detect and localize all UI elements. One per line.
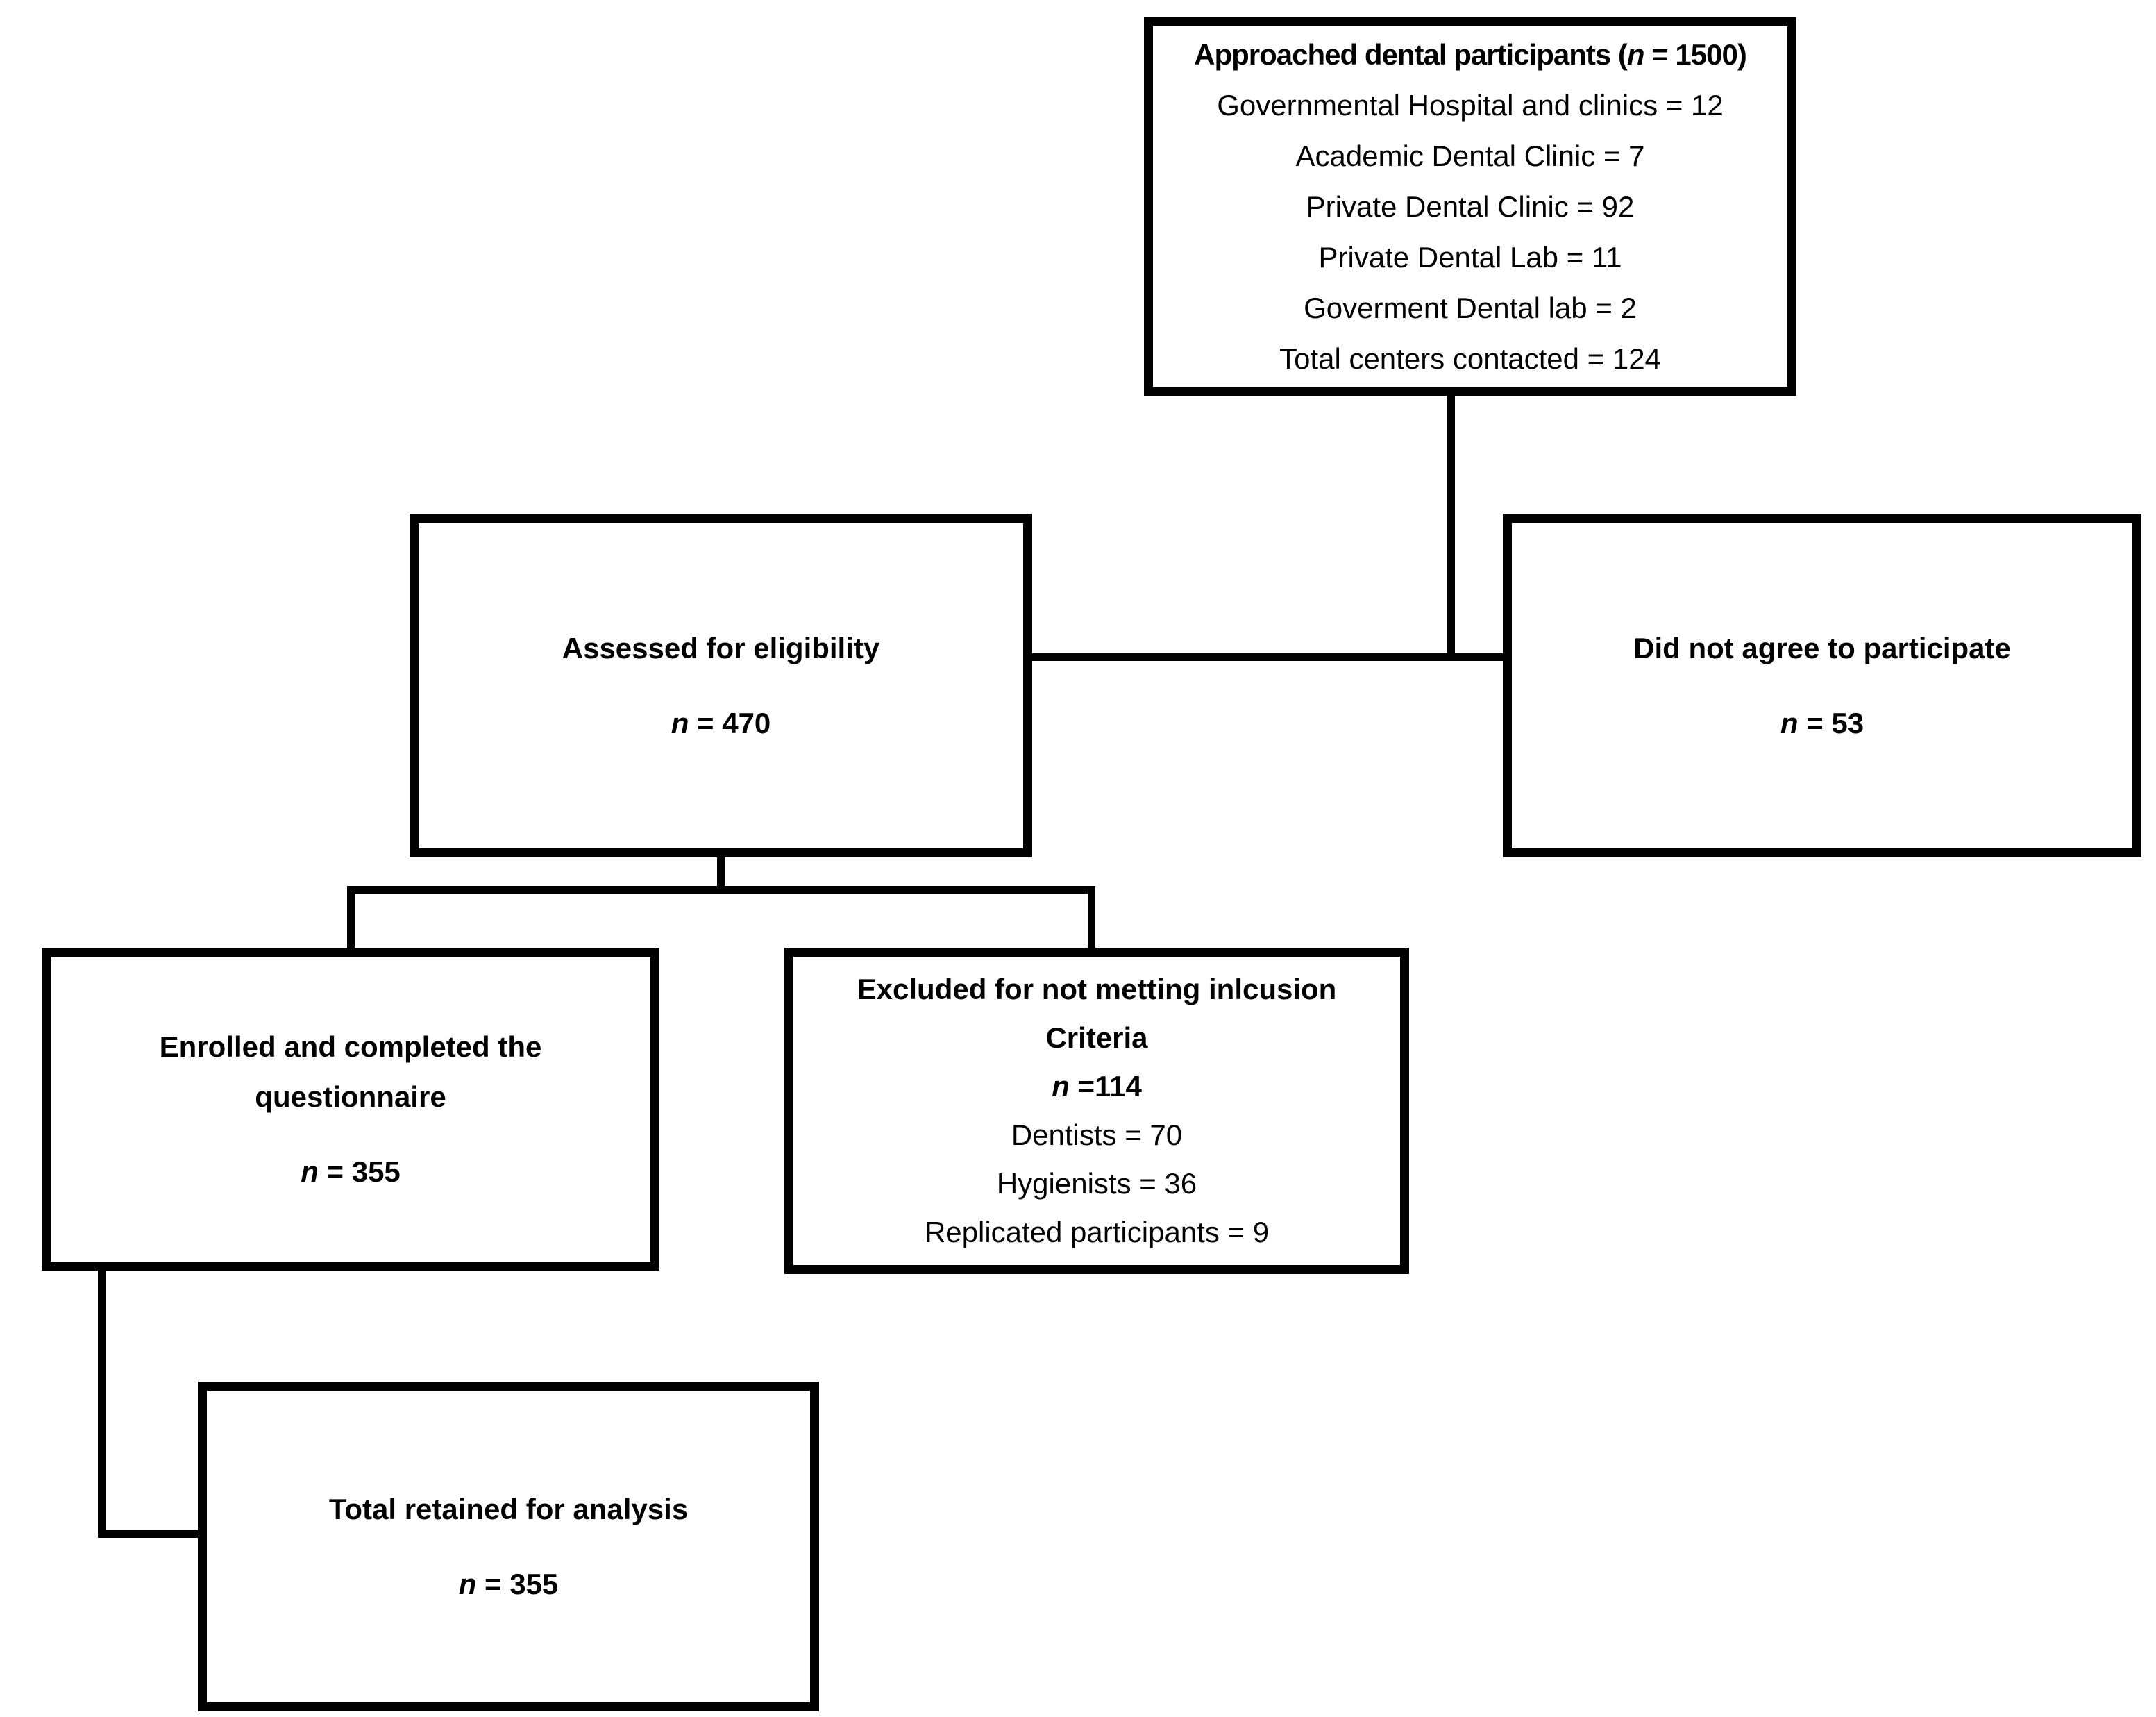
count-value: = 355 [476,1567,559,1600]
n-symbol: n [1780,706,1799,739]
connector-assessed-to-declined [1027,653,1508,661]
title-count-value: = 1500) [1644,38,1747,71]
box-title: questionnaire [255,1080,446,1113]
box-assessed-for-eligibility: Assessed for eligibility n = 470 [410,514,1032,857]
detail-line: Governmental Hospital and clinics = 12 [1217,89,1724,122]
box-title: Did not agree to participate [1633,631,2011,664]
count-line: n = 470 [671,698,771,748]
connector-approached-to-junction [1447,389,1455,661]
box-title: Criteria [1045,1021,1148,1054]
n-symbol: n [1052,1070,1070,1103]
n-symbol: n [301,1155,319,1188]
box-enrolled-completed: Enrolled and completed the questionnaire… [42,948,659,1271]
connector-into-retained [98,1530,203,1538]
box-excluded: Excluded for not metting inlcusion Crite… [784,948,1409,1274]
count-value: = 470 [689,706,771,739]
detail-line: Private Dental Clinic = 92 [1306,190,1635,223]
count-line: n = 355 [301,1147,401,1197]
count-value: = 355 [318,1155,401,1188]
box-title: Assessed for eligibility [562,631,880,664]
detail-line: Academic Dental Clinic = 7 [1295,140,1645,172]
detail-line: Total centers contacted = 124 [1279,342,1661,375]
count-value: =114 [1069,1070,1142,1103]
detail-line: Hygienists = 36 [996,1167,1197,1200]
connector-drop-to-excluded [1088,886,1095,952]
connector-branch-horizontal [347,886,1095,894]
box-total-retained: Total retained for analysis n = 355 [198,1382,819,1711]
box-title: Enrolled and completed the [159,1030,542,1063]
connector-drop-to-enrolled [347,886,355,952]
detail-line: Private Dental Lab = 11 [1318,241,1622,274]
n-symbol: n [458,1567,477,1600]
detail-line: Dentists = 70 [1011,1119,1183,1151]
detail-line: Goverment Dental lab = 2 [1304,292,1637,324]
count-line: n = 355 [459,1559,559,1609]
connector-assessed-down-stem [717,853,725,894]
box-did-not-agree: Did not agree to participate n = 53 [1503,514,2141,857]
n-symbol: n [671,706,689,739]
box-title: Total retained for analysis [328,1492,689,1525]
box-approached-participants: Approached dental participants (n = 1500… [1144,17,1796,396]
count-value: = 53 [1798,706,1864,739]
box-title: Approached dental participants (n = 1500… [1194,29,1747,80]
count-line: n =114 [1052,1062,1142,1111]
detail-line: Replicated participants = 9 [924,1216,1270,1248]
n-symbol: n [1626,38,1645,71]
box-title: Excluded for not metting inlcusion [857,973,1337,1005]
count-line: n = 53 [1780,698,1864,748]
title-text: Approached dental participants ( [1194,38,1628,71]
connector-enrolled-down-stem [98,1266,106,1538]
